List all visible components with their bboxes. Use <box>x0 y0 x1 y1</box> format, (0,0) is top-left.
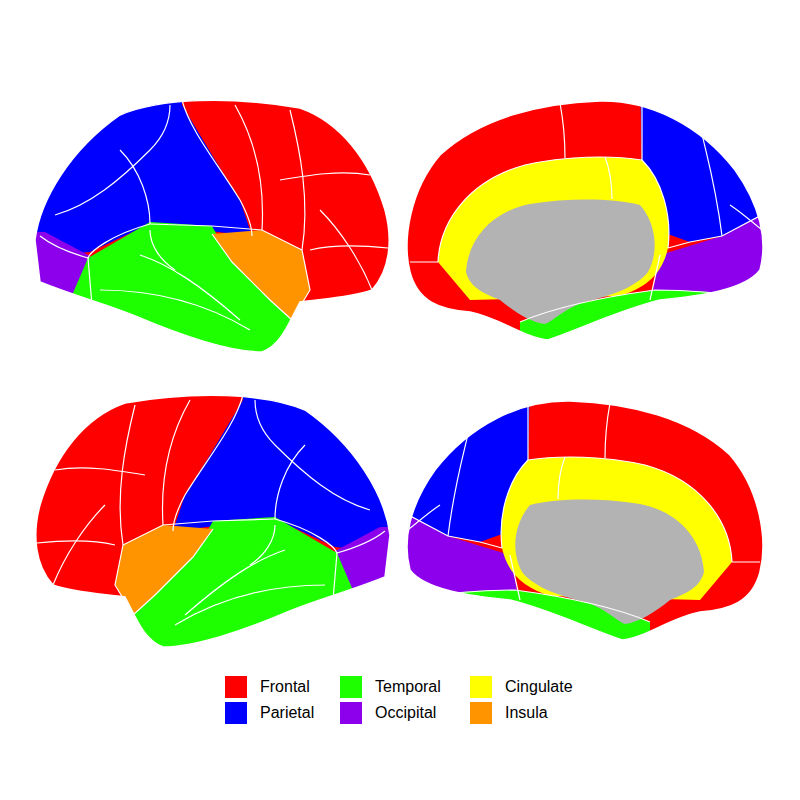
medial-left-hemisphere <box>390 80 790 360</box>
legend-entry: Parietal <box>225 701 314 725</box>
medial-right-hemisphere <box>380 380 780 660</box>
legend-entry: Occipital <box>340 701 436 725</box>
legend-swatch <box>470 676 492 698</box>
legend-swatch <box>225 676 247 698</box>
legend-label: Frontal <box>260 679 310 695</box>
legend-label: Temporal <box>375 679 441 695</box>
legend-label: Cingulate <box>505 679 573 695</box>
legend-swatch <box>225 702 247 724</box>
legend-swatch <box>340 702 362 724</box>
lateral-right-hemisphere <box>5 355 425 675</box>
legend-label: Occipital <box>375 705 436 721</box>
legend-entry: Cingulate <box>470 675 573 699</box>
lateral-left-hemisphere <box>0 60 420 380</box>
legend-label: Parietal <box>260 705 314 721</box>
legend-entry: Frontal <box>225 675 310 699</box>
legend-entry: Temporal <box>340 675 441 699</box>
legend-entry: Insula <box>470 701 548 725</box>
legend-label: Insula <box>505 705 548 721</box>
legend-swatch <box>470 702 492 724</box>
legend-swatch <box>340 676 362 698</box>
